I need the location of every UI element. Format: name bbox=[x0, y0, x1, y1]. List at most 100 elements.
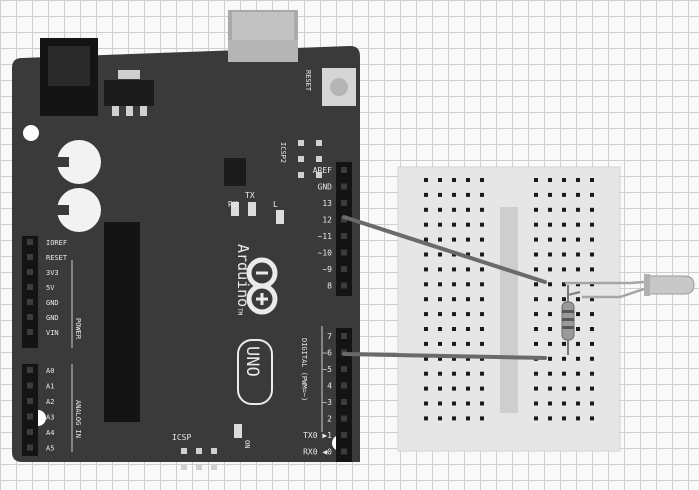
breadboard-hole bbox=[466, 237, 470, 242]
breadboard-hole bbox=[424, 178, 428, 182]
breadboard-hole bbox=[480, 356, 484, 361]
breadboard-hole bbox=[480, 192, 484, 197]
breadboard-hole bbox=[590, 207, 594, 212]
breadboard-hole bbox=[534, 401, 538, 406]
breadboard-hole bbox=[424, 327, 428, 331]
breadboard-hole bbox=[548, 327, 552, 331]
wires bbox=[342, 215, 547, 360]
breadboard-hole bbox=[576, 356, 580, 361]
analog-pin-hole bbox=[27, 398, 33, 404]
breadboard-hole bbox=[424, 222, 428, 227]
breadboard-hole bbox=[438, 207, 442, 212]
digital-pin-hole bbox=[341, 249, 347, 256]
digital-pin-hole bbox=[341, 167, 347, 173]
breadboard-hole bbox=[548, 222, 552, 227]
analog-label: ANALOG IN bbox=[74, 400, 82, 438]
digital-pin-hole bbox=[341, 216, 347, 223]
power-pin-hole bbox=[27, 299, 33, 305]
breadboard-hole bbox=[452, 371, 456, 376]
breadboard-hole bbox=[480, 371, 484, 376]
breadboard-hole bbox=[466, 312, 470, 317]
breadboard-hole bbox=[480, 297, 484, 302]
breadboard-hole bbox=[576, 252, 580, 257]
breadboard-hole bbox=[480, 267, 484, 272]
breadboard-hole bbox=[562, 386, 566, 391]
power-pin-hole bbox=[27, 284, 33, 290]
breadboard-hole bbox=[576, 297, 580, 302]
breadboard-hole bbox=[480, 341, 484, 346]
breadboard-hole bbox=[424, 192, 428, 197]
digital-pin-label: 2 bbox=[327, 415, 332, 424]
analog-header bbox=[22, 364, 38, 456]
digital-pin-label: GND bbox=[318, 183, 333, 192]
power-header bbox=[22, 236, 38, 348]
digital-pin-label: 7 bbox=[327, 332, 332, 341]
tm-label: TM bbox=[236, 308, 243, 316]
digital-pin-label: ~5 bbox=[322, 365, 332, 374]
breadboard-hole bbox=[480, 327, 484, 331]
breadboard-hole bbox=[548, 237, 552, 242]
breadboard-hole bbox=[466, 252, 470, 257]
digital-pin-label: ~3 bbox=[322, 398, 332, 407]
digital-pin-hole bbox=[341, 200, 347, 206]
breadboard-hole bbox=[480, 222, 484, 227]
breadboard-hole bbox=[466, 386, 470, 391]
power-pin-hole bbox=[27, 239, 33, 245]
arduino-board: RESET ICSP2 TX RX L bbox=[12, 38, 360, 470]
digital-pin-hole bbox=[341, 448, 347, 455]
digital-pin-label: ~11 bbox=[318, 232, 333, 241]
breadboard-hole bbox=[452, 178, 456, 182]
breadboard-hole bbox=[576, 341, 580, 346]
on-led bbox=[234, 424, 242, 438]
analog-pin-hole bbox=[27, 367, 33, 373]
analog-pin-hole bbox=[27, 413, 33, 420]
breadboard-hole bbox=[534, 416, 538, 421]
breadboard-hole bbox=[590, 237, 594, 242]
breadboard-hole bbox=[534, 178, 538, 182]
breadboard-hole bbox=[576, 222, 580, 227]
breadboard-hole bbox=[452, 327, 456, 331]
analog-pin-label: A0 bbox=[46, 367, 54, 375]
reset-label: RESET bbox=[304, 70, 312, 92]
breadboard bbox=[397, 166, 621, 452]
breadboard-hole bbox=[424, 252, 428, 257]
digital-pin-label: AREF bbox=[313, 166, 332, 175]
breadboard-hole bbox=[452, 356, 456, 361]
rx-led bbox=[231, 202, 239, 216]
breadboard-hole bbox=[548, 192, 552, 197]
breadboard-hole bbox=[534, 327, 538, 331]
breadboard-hole bbox=[576, 282, 580, 287]
breadboard-hole bbox=[452, 222, 456, 227]
breadboard-hole bbox=[438, 282, 442, 287]
breadboard-hole bbox=[438, 237, 442, 242]
breadboard-hole bbox=[480, 282, 484, 287]
breadboard-hole bbox=[590, 327, 594, 331]
breadboard-hole bbox=[452, 341, 456, 346]
breadboard-hole bbox=[466, 356, 470, 361]
digital-pin-hole bbox=[341, 233, 347, 239]
breadboard-hole bbox=[424, 282, 428, 287]
digital-label: DIGITAL (PWM=~) bbox=[300, 338, 308, 401]
breadboard-hole bbox=[590, 192, 594, 197]
power-pin-label: GND bbox=[46, 314, 59, 322]
digital-pin-label: TX0 ▶1 bbox=[303, 431, 332, 440]
breadboard-hole bbox=[534, 237, 538, 242]
breadboard-hole bbox=[534, 371, 538, 376]
breadboard-hole bbox=[466, 401, 470, 406]
breadboard-hole bbox=[466, 222, 470, 227]
resistor bbox=[561, 285, 581, 355]
power-pin-hole bbox=[27, 269, 33, 275]
breadboard-hole bbox=[438, 371, 442, 376]
analog-pin-hole bbox=[27, 382, 33, 389]
breadboard-hole bbox=[452, 416, 456, 421]
breadboard-hole bbox=[480, 401, 484, 406]
breadboard-hole bbox=[438, 401, 442, 406]
breadboard-hole bbox=[534, 192, 538, 197]
breadboard-hole bbox=[576, 371, 580, 376]
tx-led bbox=[248, 202, 256, 216]
breadboard-hole bbox=[534, 207, 538, 212]
breadboard-holes bbox=[424, 178, 594, 421]
